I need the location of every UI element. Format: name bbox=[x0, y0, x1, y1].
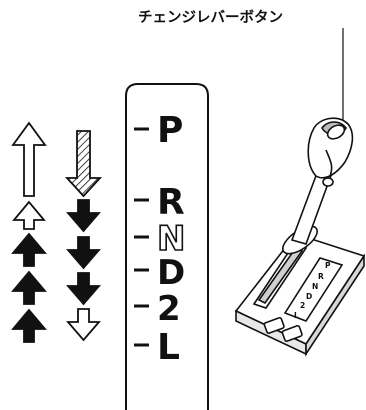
gear-label-n: N bbox=[157, 219, 185, 259]
gear-label-d: D bbox=[157, 253, 185, 293]
console-plate-side bbox=[305, 253, 365, 357]
gate-labels: P R N D 2 L bbox=[294, 261, 331, 320]
gate-position-panel bbox=[283, 257, 344, 322]
up-arrow-solid-icon bbox=[11, 308, 47, 343]
down-arrow-hatched-icon bbox=[64, 130, 103, 198]
up-arrow-outline-small-icon bbox=[12, 200, 46, 230]
gear-label-l: L bbox=[157, 327, 180, 368]
down-arrow-solid-icon bbox=[66, 272, 101, 306]
gear-label-p: P bbox=[157, 110, 183, 151]
indicator-ticks bbox=[134, 127, 149, 347]
indicator-panel bbox=[125, 83, 209, 410]
gate-label-2: 2 bbox=[300, 301, 305, 310]
shift-lock-button-label: チェンジレバーボタン bbox=[138, 10, 283, 26]
shift-lever-illustration bbox=[234, 117, 366, 357]
console-button bbox=[281, 324, 303, 342]
shift-lock-button bbox=[326, 124, 346, 140]
console-button bbox=[263, 316, 285, 334]
left-arrow-column bbox=[11, 121, 47, 343]
gear-label-r: R bbox=[157, 182, 185, 223]
down-arrow-solid-icon bbox=[66, 199, 101, 233]
down-arrow-solid-icon bbox=[66, 236, 101, 270]
gate-label-n: N bbox=[312, 282, 318, 291]
up-arrow-outline-large-icon bbox=[11, 121, 47, 197]
up-arrow-solid-icon bbox=[11, 270, 47, 305]
right-arrow-column bbox=[64, 130, 103, 342]
gate-label-l: L bbox=[294, 311, 299, 320]
gate-label-r: R bbox=[318, 272, 324, 281]
down-arrow-outline-icon bbox=[66, 308, 101, 342]
gear-label-2: 2 bbox=[157, 289, 181, 329]
gate-label-d: D bbox=[306, 292, 312, 301]
up-arrow-solid-icon bbox=[11, 232, 47, 267]
gate-label-p: P bbox=[325, 261, 331, 270]
